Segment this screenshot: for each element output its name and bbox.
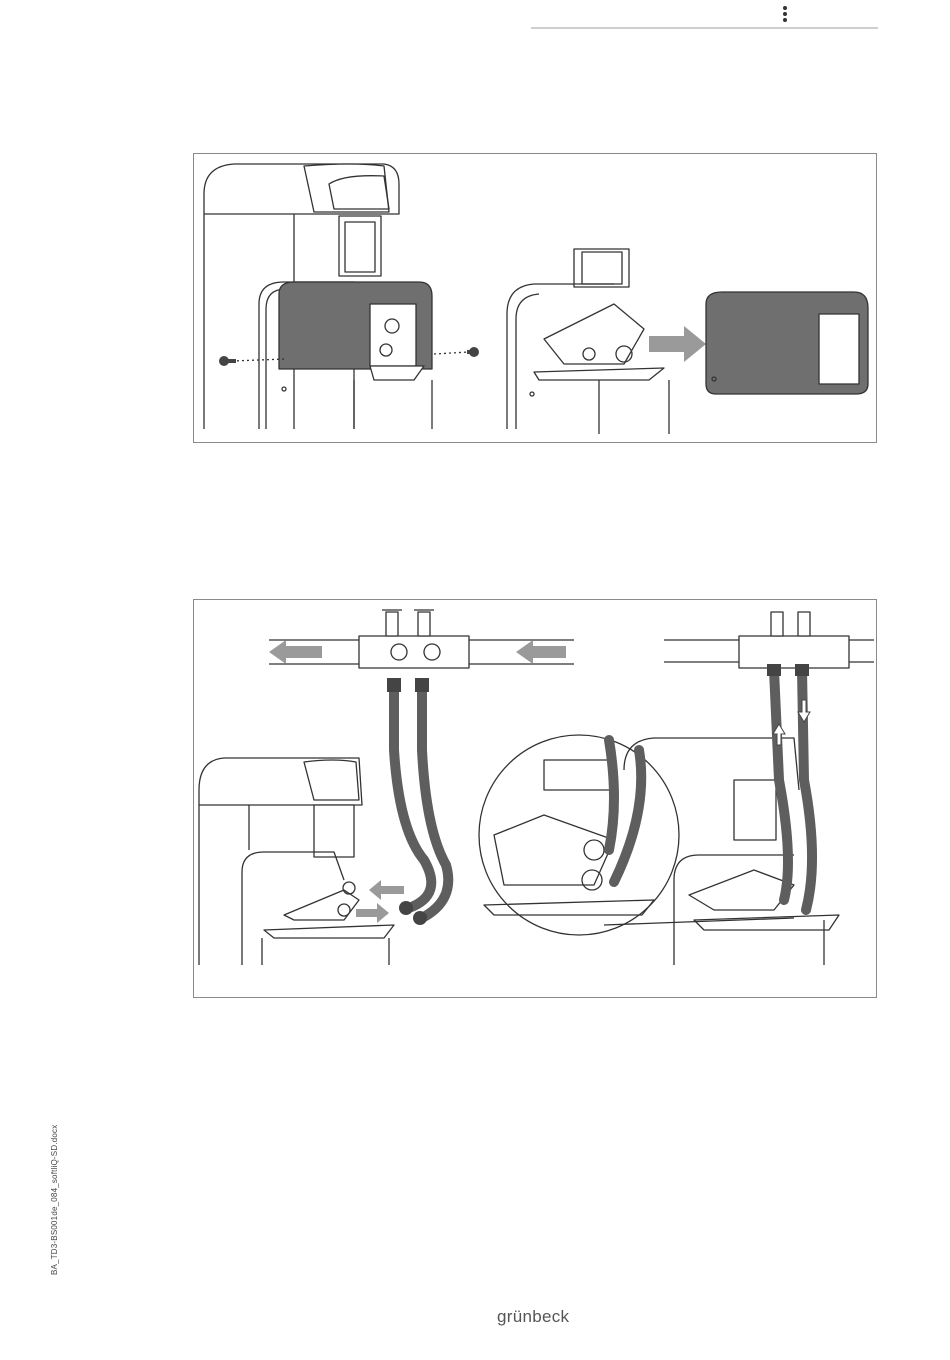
figure-cover-removal xyxy=(193,153,877,443)
arrow-left-icon xyxy=(369,880,404,900)
arrow-left-icon xyxy=(269,640,322,664)
hose-connection-illustration xyxy=(194,600,876,997)
figure-hose-connection xyxy=(193,599,877,998)
more-vertical-icon[interactable] xyxy=(781,4,789,22)
header-rule xyxy=(531,27,878,29)
arrow-right-icon xyxy=(356,903,389,923)
arrow-right-icon xyxy=(649,326,706,362)
document-reference: BA_TD3-BS001de_084_softliQ-SD.docx xyxy=(50,1125,59,1275)
cover-removal-illustration xyxy=(194,154,876,442)
arrow-left-icon xyxy=(516,640,566,664)
brand-logo-text: grünbeck xyxy=(497,1307,569,1327)
